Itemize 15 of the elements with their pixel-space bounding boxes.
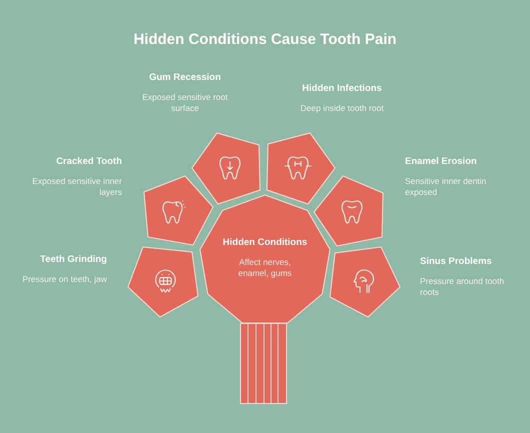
condition-description: Exposed sensitive root surface <box>141 92 229 114</box>
condition-description: Deep inside tooth root <box>300 103 384 114</box>
condition-heading: Hidden Infections <box>302 83 382 95</box>
condition-heading: Gum Recession <box>149 72 221 84</box>
condition-description: Pressure on teeth, jaw <box>22 274 107 285</box>
condition-description: Sensitive inner dentin exposed <box>405 176 488 198</box>
condition-heading: Sinus Problems <box>420 256 492 268</box>
condition-heading: Hidden Conditions <box>222 237 308 249</box>
condition-description: Affect nerves, enamel, gums <box>237 257 293 279</box>
condition-heading: Teeth Grinding <box>40 254 107 266</box>
condition-description: Pressure around tooth roots <box>420 276 506 298</box>
condition-heading: Cracked Tooth <box>56 156 122 168</box>
condition-description: Exposed sensitive inner layers <box>31 176 122 198</box>
diagram-title: Hidden Conditions Cause Tooth Pain <box>133 31 397 49</box>
condition-heading: Enamel Erosion <box>405 156 477 168</box>
